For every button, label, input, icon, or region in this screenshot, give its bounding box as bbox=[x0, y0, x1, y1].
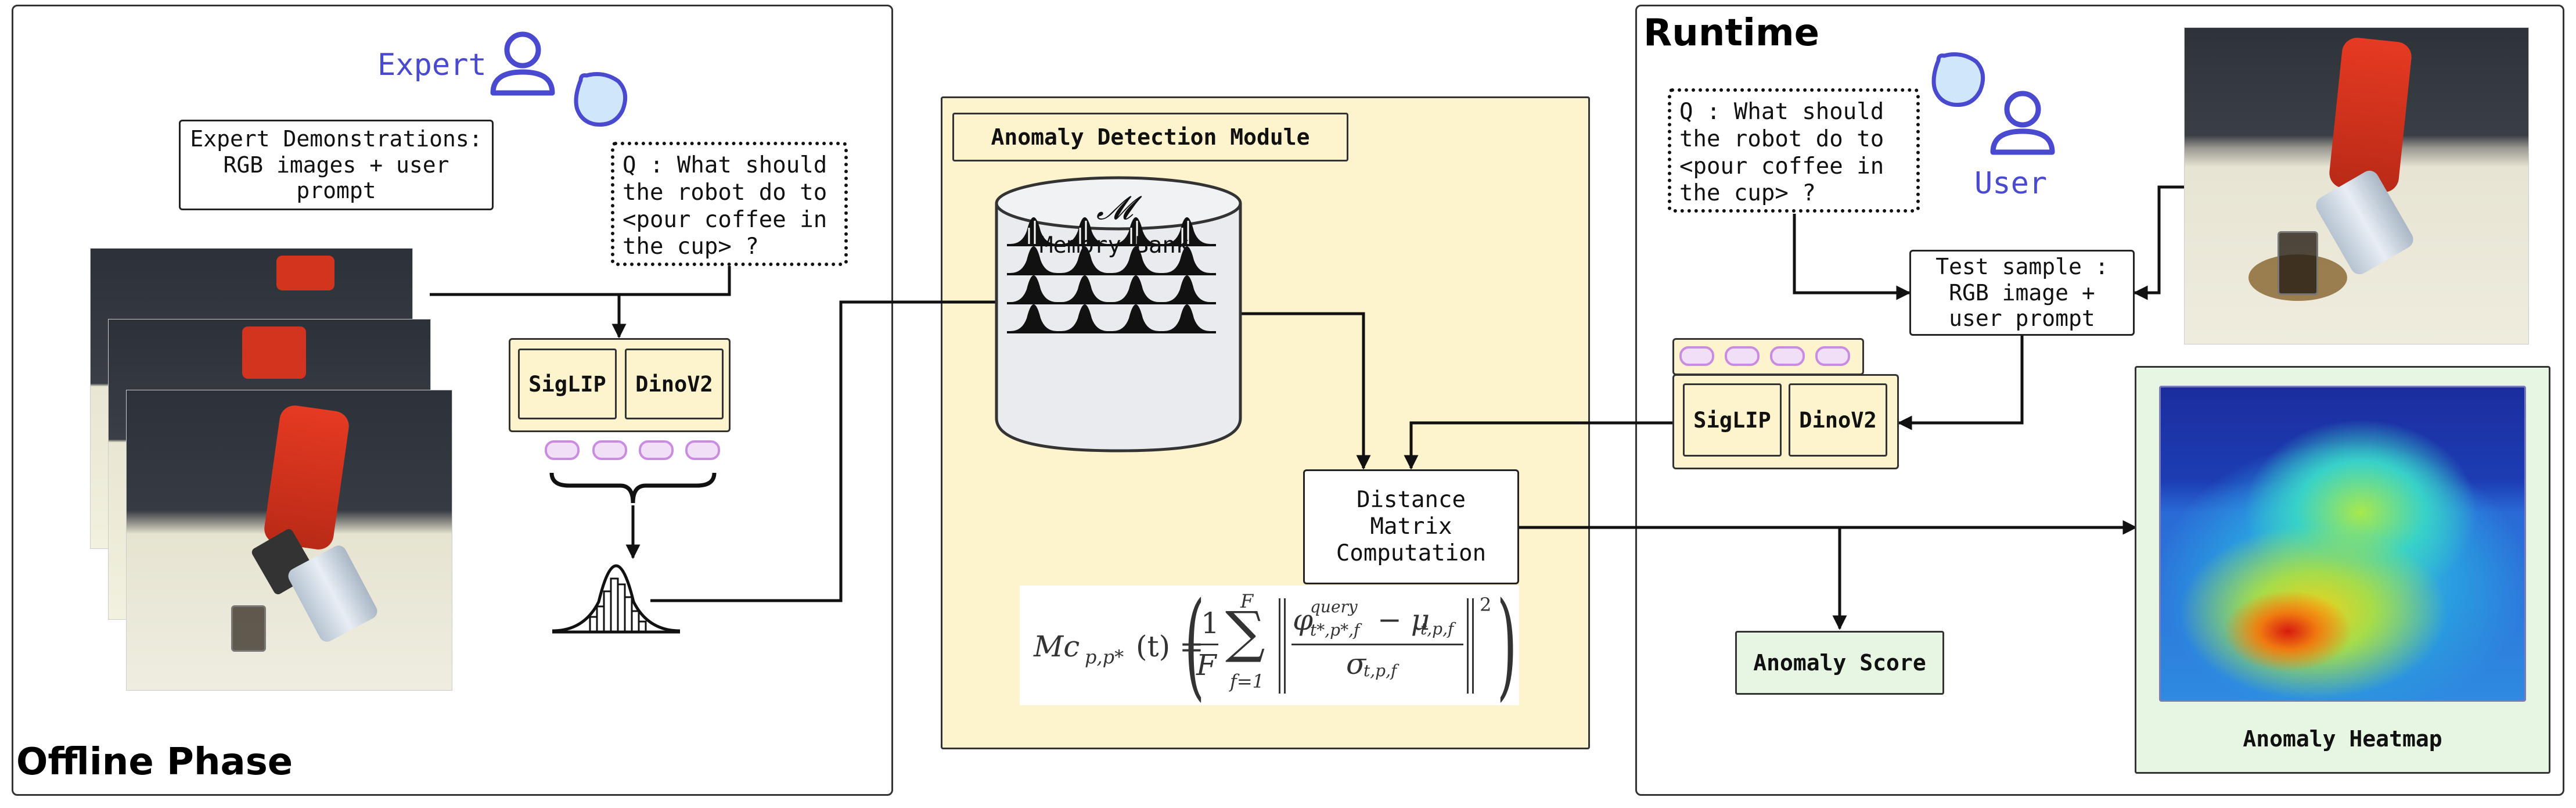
speech-bubble-icon bbox=[574, 72, 628, 127]
arrow-question-to-encoder bbox=[619, 265, 731, 296]
demo-image-front bbox=[127, 390, 452, 690]
test-sample-box: Test sample : RGB image + user prompt bbox=[1909, 250, 2135, 336]
formula-mu-sub: t,p,f bbox=[1420, 619, 1454, 638]
anomaly-score-label: Anomaly Score bbox=[1753, 650, 1926, 676]
formula-box: Mc p,p* (t) = ( 1 F F ∑ f=1 φ query t*,p… bbox=[1020, 577, 1519, 713]
memory-symbol: 𝓜 bbox=[1096, 189, 1133, 227]
arrow-runtime-encoder-to-distance bbox=[1404, 421, 1672, 470]
formula-lhs-sub: p,p* bbox=[1085, 646, 1124, 668]
embedding-token bbox=[1725, 346, 1760, 366]
expert-demonstrations-box: Expert Demonstrations: RGB images + user… bbox=[179, 120, 494, 210]
formula-minus-mu: − μ bbox=[1377, 603, 1430, 637]
formula-frac-num: 1 bbox=[1201, 606, 1219, 640]
runtime-question-box: Q : What should the robot do to <pour co… bbox=[1668, 88, 1920, 213]
arrow-image-to-encoder bbox=[430, 293, 627, 339]
embedding-token bbox=[592, 440, 627, 460]
robot-arm bbox=[262, 403, 351, 552]
formula-lhs-arg: (t) = bbox=[1136, 630, 1204, 663]
speech-bubble-icon bbox=[1931, 52, 1985, 107]
embedding-token bbox=[1679, 346, 1714, 366]
embedding-token bbox=[545, 440, 580, 460]
formula-frac-den: F bbox=[1196, 648, 1217, 682]
formula-sum-top: F bbox=[1240, 590, 1254, 612]
formula-phi-sub: t*,p*,f bbox=[1310, 620, 1360, 640]
gaussian-distribution bbox=[552, 564, 681, 634]
formula-power: 2 bbox=[1480, 594, 1492, 616]
expert-demonstrations-text: Expert Demonstrations: RGB images + user… bbox=[190, 125, 483, 204]
curly-brace bbox=[549, 472, 717, 504]
module-title: Anomaly Detection Module bbox=[991, 124, 1310, 150]
expert-label: Expert bbox=[377, 48, 487, 82]
embedding-token bbox=[1815, 346, 1850, 366]
anomaly-heatmap-image bbox=[2159, 386, 2526, 702]
module-title-box: Anomaly Detection Module bbox=[952, 113, 1348, 161]
formula-sigma: σ bbox=[1346, 647, 1366, 681]
test-sample-text: Test sample : RGB image + user prompt bbox=[1935, 253, 2109, 332]
runtime-siglip-block: SigLIP bbox=[1683, 383, 1782, 457]
runtime-title: Runtime bbox=[1643, 12, 1820, 55]
formula-phi-sup: query bbox=[1310, 597, 1358, 616]
distance-matrix-text: Distance Matrix Computation bbox=[1336, 486, 1487, 566]
formula-norm-right bbox=[1467, 598, 1474, 694]
user-label: User bbox=[1974, 166, 2048, 201]
offline-phase-title: Offline Phase bbox=[16, 741, 293, 784]
runtime-dinov2-block: DinoV2 bbox=[1789, 383, 1887, 457]
embedding-token bbox=[639, 440, 674, 460]
cup bbox=[2278, 231, 2318, 295]
formula-norm-left bbox=[1279, 598, 1286, 694]
embedding-token bbox=[685, 440, 720, 460]
formula-right-paren: ) bbox=[1496, 577, 1517, 713]
arrow-question-to-test-sample bbox=[1793, 214, 1911, 300]
arrow-image-to-test-sample bbox=[2133, 185, 2185, 300]
distance-matrix-box: Distance Matrix Computation bbox=[1303, 469, 1519, 584]
offline-dinov2-block: DinoV2 bbox=[625, 349, 724, 419]
person-icon bbox=[490, 31, 555, 96]
formula-sigma-sub: t,p,f bbox=[1363, 661, 1397, 680]
arrow-memory-to-distance bbox=[1237, 312, 1371, 470]
cup bbox=[231, 605, 266, 652]
arrow-distribution-to-memory bbox=[650, 295, 1010, 602]
anomaly-heatmap-label: Anomaly Heatmap bbox=[2243, 726, 2442, 752]
formula-sum-bottom: f=1 bbox=[1230, 670, 1265, 692]
formula-lhs: Mc bbox=[1034, 630, 1080, 663]
arrow-test-sample-to-encoder bbox=[1897, 336, 2024, 430]
formula-phi: φ bbox=[1293, 603, 1314, 637]
memory-bank-cylinder bbox=[995, 176, 1242, 453]
runtime-input-image bbox=[2185, 28, 2528, 344]
formula-sum-symbol: ∑ bbox=[1225, 599, 1265, 665]
offline-siglip-block: SigLIP bbox=[518, 349, 617, 419]
embedding-token bbox=[1770, 346, 1805, 366]
anomaly-score-box: Anomaly Score bbox=[1735, 631, 1944, 695]
user-icon bbox=[1990, 91, 2055, 155]
formula-frac-line bbox=[1195, 644, 1218, 645]
formula-main-frac-line bbox=[1291, 644, 1463, 645]
memory-bank-label: Memory Bank bbox=[1039, 232, 1190, 258]
offline-question-box: Q : What should the robot do to <pour co… bbox=[611, 142, 848, 266]
